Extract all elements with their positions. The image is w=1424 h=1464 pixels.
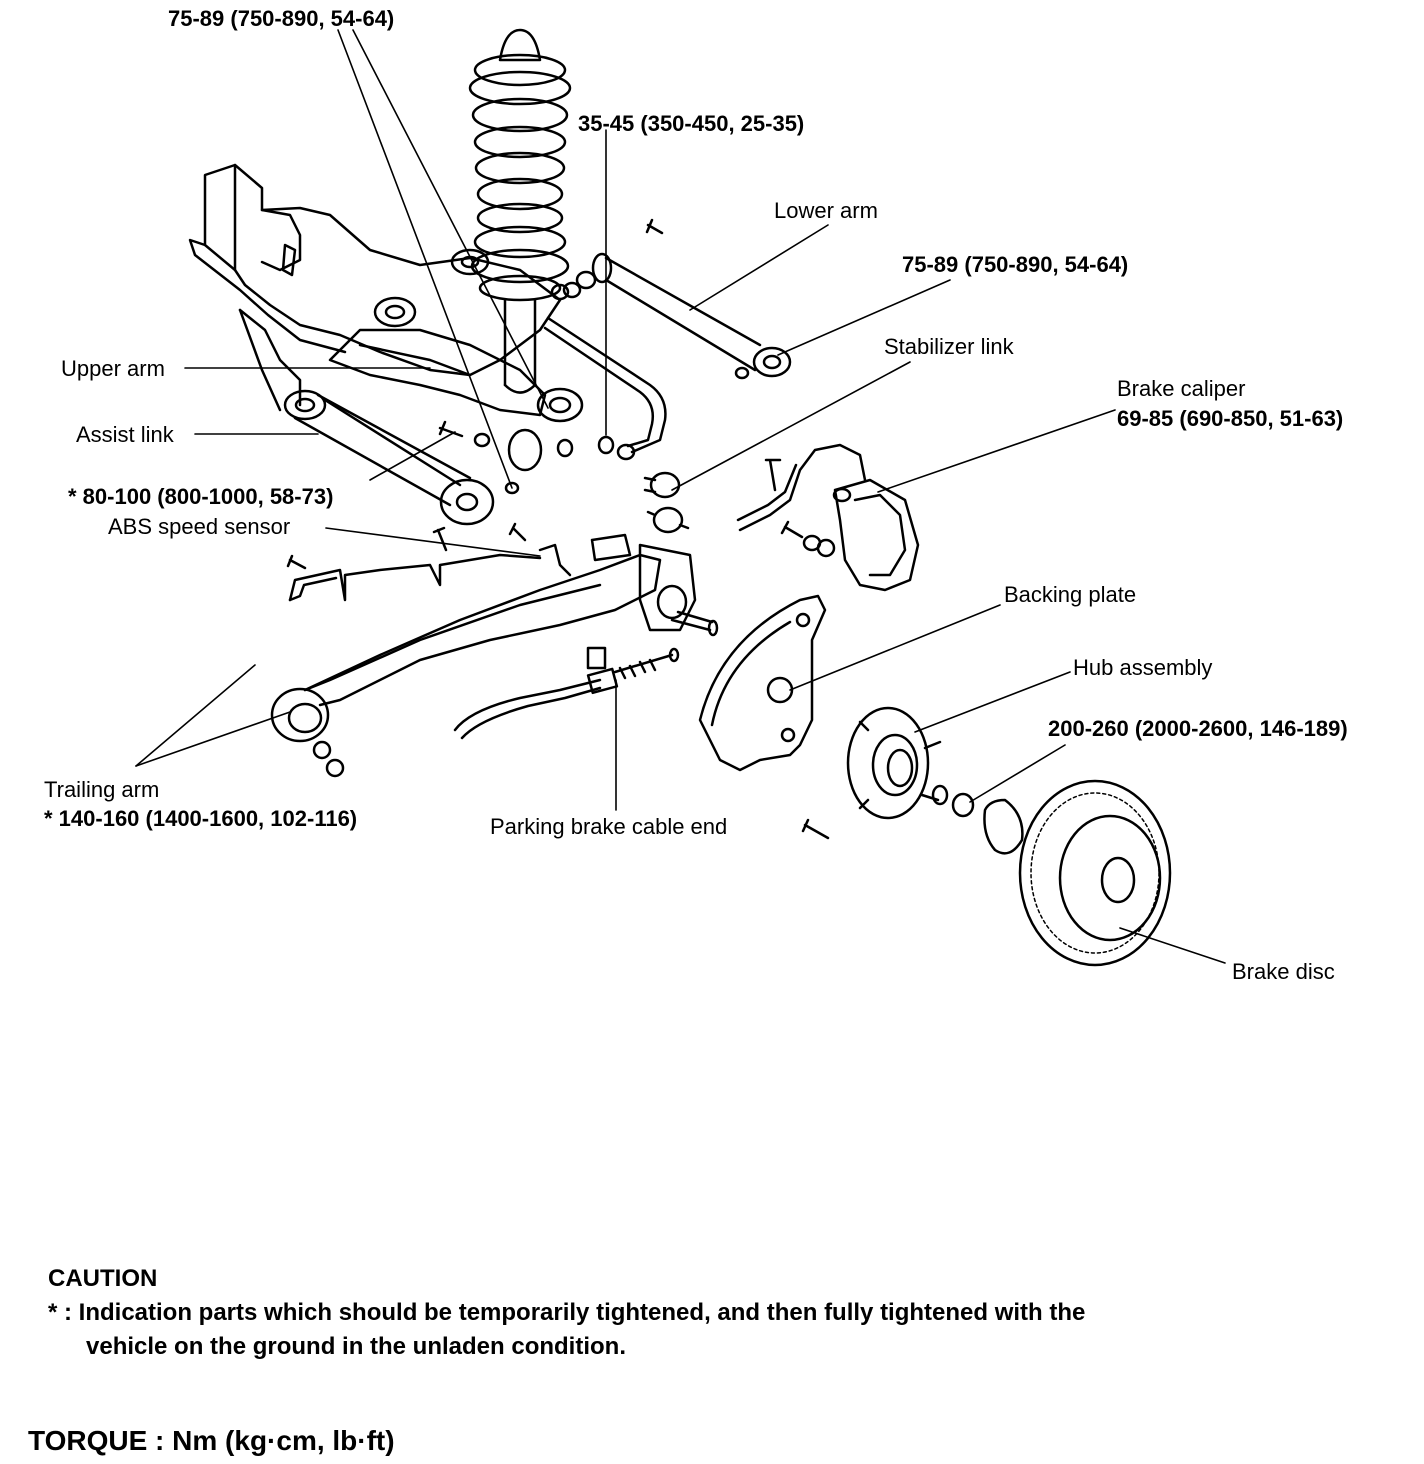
crossmember (188, 163, 562, 412)
assist-link-label: Assist link (76, 422, 174, 447)
stabilizer-link-label: Stabilizer link (884, 334, 1014, 359)
brake-caliper (736, 443, 920, 592)
upper-arm (328, 328, 547, 417)
torque-lower-arm-label: 75-89 (750-890, 54-64) (902, 252, 1129, 277)
lower-arm (591, 252, 792, 380)
torque-caliper-label: 69-85 (690-850, 51-63) (1117, 406, 1344, 431)
trailing-arm (270, 533, 719, 778)
assist-link (283, 389, 543, 526)
backing-plate-label: Backing plate (1004, 582, 1137, 607)
torque-unit-legend: TORQUE : Nm (kg·cm, lb·ft) (28, 1425, 395, 1456)
trailing-arm-label: Trailing arm (44, 777, 160, 802)
brake-disc-label: Brake disc (1232, 959, 1335, 984)
hub-assembly-label: Hub assembly (1073, 655, 1213, 680)
torque-shock-label: 35-45 (350-450, 25-35) (578, 111, 805, 136)
parking-brake-cable (453, 646, 680, 740)
torque-assist-link-label: * 80-100 (800-1000, 58-73) (68, 484, 334, 509)
torque-trailing-arm-label: * 140-160 (1400-1600, 102-116) (44, 806, 358, 831)
torque-upper-arm-label: 75-89 (750-890, 54-64) (168, 6, 395, 31)
abs-speed-sensor-label: ABS speed sensor (108, 514, 291, 539)
lower-arm-label: Lower arm (774, 198, 878, 223)
backing-plate (698, 594, 827, 772)
strut-coil-spring (468, 28, 584, 423)
hub-assembly (846, 706, 949, 820)
fasteners (286, 218, 836, 840)
abs-sensor-harness (288, 543, 572, 602)
caution-note: CAUTION * : Indication parts which shoul… (48, 1262, 1085, 1364)
caution-line-1: * : Indication parts which should be tem… (48, 1299, 1086, 1326)
stabilizer-bar (543, 316, 667, 461)
leader-lines (135, 29, 1226, 964)
parking-brake-cable-label: Parking brake cable end (490, 814, 728, 839)
caution-title: CAUTION (48, 1265, 158, 1292)
upper-arm-label: Upper arm (61, 356, 165, 381)
caution-line-2: vehicle on the ground in the unladen con… (86, 1333, 626, 1360)
brake-disc (1018, 779, 1172, 967)
brake-caliper-label: Brake caliper (1117, 376, 1246, 401)
torque-hub-label: 200-260 (2000-2600, 146-189) (1048, 716, 1348, 741)
stabilizer-link (643, 471, 690, 534)
hub-nut-cap (951, 792, 1024, 855)
